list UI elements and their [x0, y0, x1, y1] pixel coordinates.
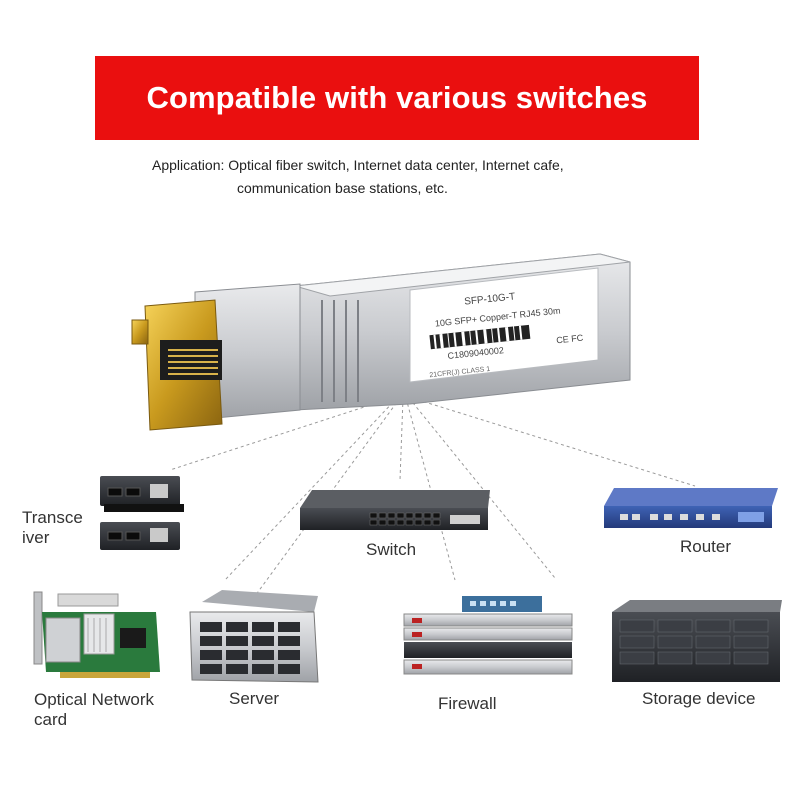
- connector-line-transceiver: [169, 397, 393, 471]
- caption-optical-card-line2: card: [34, 710, 68, 729]
- firewall-image: [403, 596, 573, 675]
- connector-line-firewall: [405, 397, 456, 581]
- application-line-2: communication base stations, etc.: [237, 180, 448, 196]
- router-image: [604, 488, 778, 528]
- storage-device-image: [612, 600, 782, 682]
- connector-line-storage: [408, 397, 556, 579]
- connector-lines: [169, 397, 696, 597]
- caption-firewall: Firewall: [438, 694, 497, 713]
- caption-transceiver: Transce iver: [22, 508, 83, 548]
- connector-line-router: [411, 397, 696, 487]
- server-image: [189, 590, 319, 683]
- switch-image: [300, 490, 490, 530]
- caption-transceiver-line2: iver: [22, 528, 50, 547]
- optical-network-card-image: [33, 591, 160, 678]
- transceiver-image: [100, 476, 184, 550]
- connector-line-switch: [399, 397, 404, 481]
- caption-server: Server: [229, 689, 280, 708]
- barcode: [429, 324, 531, 350]
- sfp-module-image: SFP-10G-T 10G SFP+ Copper-T RJ45 30m C18…: [131, 253, 631, 431]
- application-line-1: Application: Optical fiber switch, Inter…: [152, 157, 564, 173]
- caption-optical-card: Optical Network card: [34, 690, 154, 730]
- title-banner: Compatible with various switches: [95, 56, 699, 140]
- caption-transceiver-line1: Transce: [22, 508, 83, 527]
- caption-router: Router: [680, 537, 732, 556]
- module-model-text: SFP-10G-T: [464, 291, 516, 307]
- caption-optical-card-line1: Optical Network: [34, 690, 154, 709]
- module-marks-text: CE FC: [556, 333, 584, 346]
- caption-storage: Storage device: [642, 689, 756, 708]
- banner-title: Compatible with various switches: [146, 80, 648, 115]
- caption-switch: Switch: [366, 540, 417, 559]
